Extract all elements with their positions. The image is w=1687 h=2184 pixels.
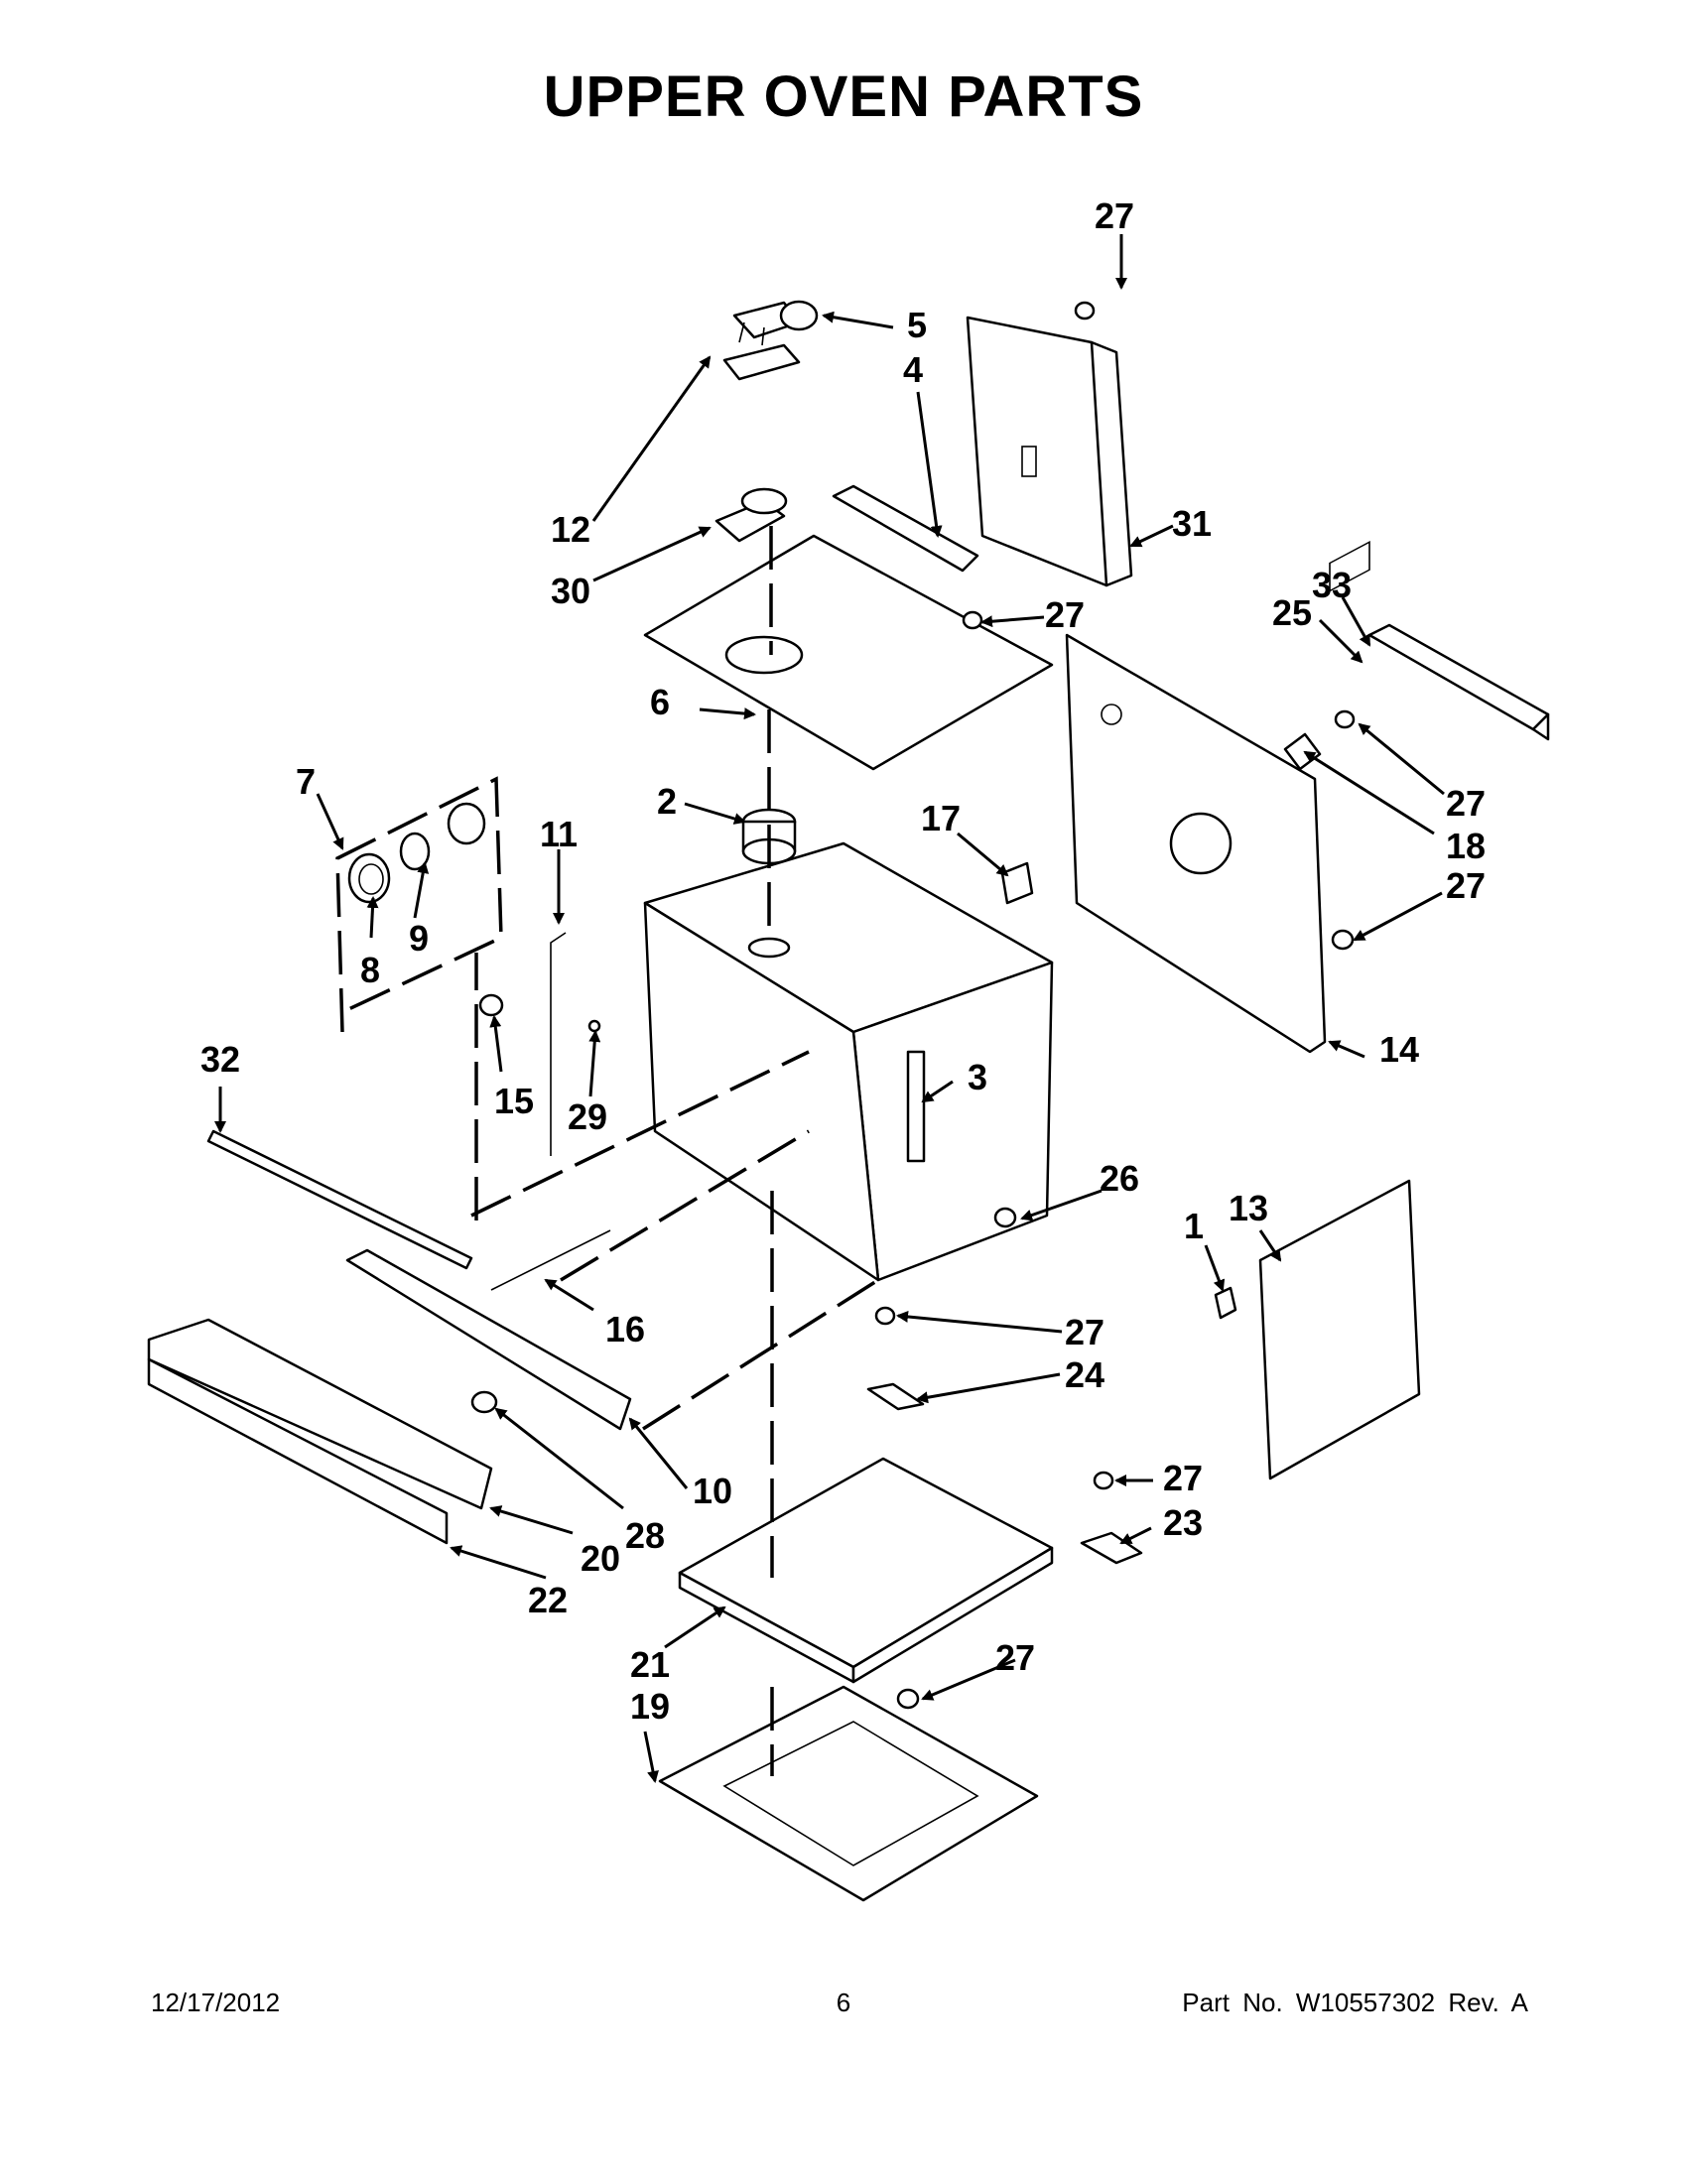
callout-16: 16	[605, 1309, 645, 1349]
part-15-plug	[478, 993, 504, 1017]
callout-31: 31	[1172, 503, 1212, 544]
callout-9: 9	[409, 918, 429, 959]
part-7-socket	[447, 802, 486, 845]
part-5-switch	[732, 300, 819, 346]
callout-25: 25	[1272, 592, 1312, 633]
callout-27-f: 27	[1163, 1458, 1203, 1498]
footer-date: 12/17/2012	[151, 1988, 281, 2017]
part-19-bottom-liner	[658, 1685, 1039, 1902]
callout-11: 11	[540, 814, 578, 854]
callout-2: 2	[657, 781, 677, 822]
part-10-trim	[345, 1248, 632, 1431]
part-20-lower-trim	[147, 1318, 493, 1545]
callout-13: 13	[1229, 1188, 1268, 1228]
callout-4: 4	[903, 349, 923, 390]
oven-cavity	[643, 841, 1054, 1282]
part-30-mount	[714, 487, 788, 543]
part-9-bulb	[399, 832, 431, 871]
part-12-bracket	[722, 343, 801, 381]
callout-19: 19	[630, 1686, 670, 1727]
callout-20: 20	[581, 1538, 620, 1579]
callout-27-e: 27	[1065, 1312, 1104, 1352]
part-17-clip	[1000, 861, 1034, 905]
callout-8: 8	[360, 950, 380, 990]
part-24-bracket	[866, 1382, 925, 1411]
callout-1: 1	[1184, 1206, 1204, 1246]
callout-27-c: 27	[1446, 783, 1486, 824]
part-7-group-outline	[335, 776, 503, 1033]
callout-6: 6	[650, 682, 670, 722]
callout-21: 21	[630, 1644, 670, 1685]
callout-32: 32	[200, 1039, 240, 1080]
callout-15: 15	[494, 1081, 534, 1121]
callout-14: 14	[1379, 1029, 1419, 1070]
callout-23: 23	[1163, 1502, 1203, 1543]
callout-7: 7	[296, 761, 316, 802]
part-28-screw	[470, 1390, 498, 1414]
footer-page-number: 6	[836, 1988, 851, 2017]
callout-27-b: 27	[1045, 594, 1085, 635]
assembly-lines	[470, 526, 879, 1776]
callout-22: 22	[528, 1580, 568, 1620]
part-21-bottom-panel	[678, 1457, 1054, 1684]
callout-5: 5	[907, 305, 927, 345]
callout-27-d: 27	[1446, 865, 1486, 906]
part-6-top-panel	[643, 534, 1054, 771]
part-1-clip	[1214, 1286, 1237, 1320]
leader-arrows	[214, 234, 1445, 1783]
callout-18: 18	[1446, 826, 1486, 866]
footer-part-number: Part No. W10557302 Rev. A	[1182, 1988, 1528, 2017]
page-title: UPPER OVEN PARTS	[543, 64, 1144, 129]
callout-27-g: 27	[995, 1637, 1035, 1678]
callout-30: 30	[551, 571, 590, 611]
part-29-screw	[587, 1019, 601, 1033]
callout-27-top: 27	[1095, 195, 1134, 236]
part-11-wire	[550, 932, 567, 1156]
callout-labels: 27 5 4 31 12 30 27 6 33 25 27 18 2 17 27…	[200, 195, 1486, 1727]
callout-28: 28	[625, 1515, 665, 1556]
callout-3: 3	[968, 1057, 987, 1097]
part-32-strip	[206, 1129, 473, 1270]
callout-24: 24	[1065, 1354, 1104, 1395]
callout-33: 33	[1312, 565, 1352, 605]
part-23-bracket	[1080, 1531, 1143, 1565]
part-4-duct	[832, 484, 979, 573]
callout-26: 26	[1100, 1158, 1139, 1199]
callout-12: 12	[551, 509, 590, 550]
part-13-side-panel	[1258, 541, 1421, 1480]
callout-17: 17	[921, 798, 961, 838]
callout-10: 10	[693, 1471, 732, 1511]
screws	[874, 301, 1356, 1710]
callout-29: 29	[568, 1096, 607, 1137]
part-31-cover-panel	[966, 316, 1133, 587]
part-33-rail	[1367, 623, 1550, 741]
part-16-wire	[490, 1229, 611, 1291]
part-14-rear-wall	[1065, 633, 1327, 1054]
part-8-lamp-lens	[347, 852, 391, 904]
